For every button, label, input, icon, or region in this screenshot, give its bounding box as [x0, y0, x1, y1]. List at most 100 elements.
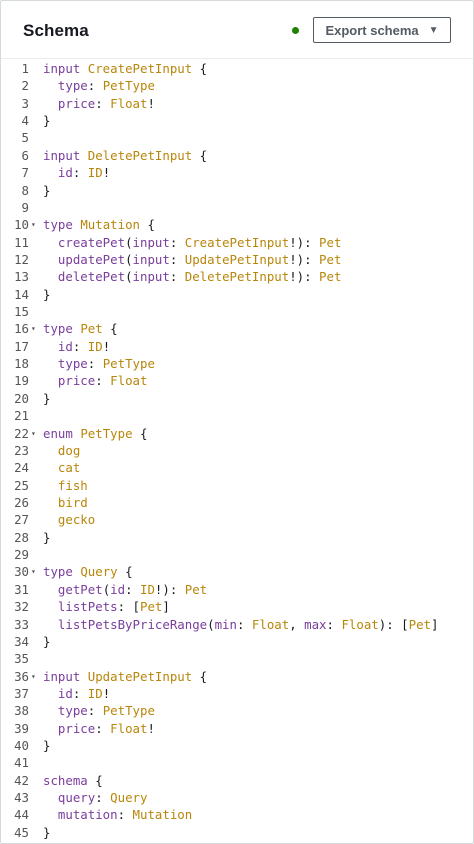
code-line[interactable]: 30▾type Query {	[1, 563, 473, 580]
line-number: 29	[14, 547, 29, 563]
code-line[interactable]: 16▾type Pet {	[1, 320, 473, 337]
code-token: :	[87, 78, 103, 94]
code-line[interactable]: 39 price: Float!	[1, 720, 473, 737]
code-token: {	[192, 668, 208, 684]
code-line[interactable]: 18 type: PetType	[1, 355, 473, 372]
line-number: 42	[14, 772, 29, 788]
fold-arrow-icon[interactable]: ▾	[31, 220, 36, 230]
code-line[interactable]: 9	[1, 199, 473, 216]
code-token: :	[169, 269, 185, 285]
code-text: input DeletePetInput {	[43, 147, 207, 164]
code-token: :	[72, 165, 88, 181]
code-line[interactable]: 10▾type Mutation {	[1, 216, 473, 233]
line-number: 13	[14, 269, 29, 285]
code-line[interactable]: 33 listPetsByPriceRange(min: Float, max:…	[1, 616, 473, 633]
code-token: Pet	[408, 616, 431, 632]
code-token: }	[43, 113, 51, 129]
code-line[interactable]: 25 fish	[1, 477, 473, 494]
line-number: 6	[21, 147, 29, 163]
code-token: Pet	[80, 321, 103, 337]
code-line[interactable]: 13 deletePet(input: DeletePetInput!): Pe…	[1, 268, 473, 285]
code-text: type Pet {	[43, 320, 118, 337]
code-line[interactable]: 2 type: PetType	[1, 77, 473, 94]
code-line[interactable]: 11 createPet(input: CreatePetInput!): Pe…	[1, 234, 473, 251]
code-line[interactable]: 24 cat	[1, 459, 473, 476]
fold-arrow-icon[interactable]: ▾	[31, 324, 36, 334]
code-text: updatePet(input: UpdatePetInput!): Pet	[43, 251, 342, 268]
code-line[interactable]: 45}	[1, 824, 473, 841]
code-token: }	[43, 390, 51, 406]
code-line[interactable]: 35	[1, 650, 473, 667]
code-line[interactable]: 37 id: ID!	[1, 685, 473, 702]
code-token: Float	[110, 373, 148, 389]
code-text: type: PetType	[43, 702, 155, 719]
code-line[interactable]: 6 input DeletePetInput {	[1, 147, 473, 164]
code-token	[43, 460, 58, 475]
code-line[interactable]: 3 price: Float!	[1, 95, 473, 112]
code-line[interactable]: 8}	[1, 182, 473, 199]
code-token: UpdatePetInput	[184, 251, 290, 267]
code-line[interactable]: 21	[1, 407, 473, 424]
code-line[interactable]: 5	[1, 129, 473, 146]
code-token	[43, 96, 58, 111]
code-token	[43, 807, 58, 822]
code-token: listPets	[57, 599, 118, 615]
code-line[interactable]: 31 getPet(id: ID!): Pet	[1, 581, 473, 598]
code-text: }	[43, 824, 50, 841]
code-line[interactable]: 7 id: ID!	[1, 164, 473, 181]
code-line[interactable]: 38 type: PetType	[1, 702, 473, 719]
fold-arrow-icon[interactable]: ▾	[31, 671, 36, 681]
code-line[interactable]: 44 mutation: Mutation	[1, 806, 473, 823]
code-token: input	[43, 61, 88, 76]
code-token: !	[147, 720, 155, 736]
code-line[interactable]: 12 updatePet(input: UpdatePetInput!): Pe…	[1, 251, 473, 268]
code-line[interactable]: 23 dog	[1, 442, 473, 459]
code-token: Mutation	[132, 807, 193, 823]
code-line[interactable]: 27 gecko	[1, 511, 473, 528]
code-line[interactable]: 43 query: Query	[1, 789, 473, 806]
code-line[interactable]: 40}	[1, 737, 473, 754]
code-line[interactable]: 26 bird	[1, 494, 473, 511]
line-number: 1	[21, 61, 29, 76]
code-token: !):	[289, 234, 320, 250]
code-line[interactable]: 22▾enum PetType {	[1, 425, 473, 442]
code-token: price	[57, 95, 96, 111]
code-line[interactable]: 41	[1, 754, 473, 771]
export-schema-button[interactable]: Export schema ▼	[313, 17, 451, 43]
code-token: min	[214, 616, 237, 632]
code-line[interactable]: 4}	[1, 112, 473, 129]
code-line[interactable]: 15	[1, 303, 473, 320]
code-line[interactable]: 14}	[1, 286, 473, 303]
code-token: (	[125, 269, 133, 285]
code-token	[43, 235, 58, 250]
line-number: 32	[14, 599, 29, 615]
code-token: }	[43, 182, 51, 198]
code-token: PetType	[102, 703, 155, 719]
line-number: 35	[14, 651, 29, 667]
line-number: 44	[14, 807, 29, 823]
code-token: :	[95, 95, 111, 111]
code-token: ID	[87, 685, 103, 701]
code-line[interactable]: 17 id: ID!	[1, 338, 473, 355]
code-line[interactable]: 34}	[1, 633, 473, 650]
code-line[interactable]: 36▾input UpdatePetInput {	[1, 668, 473, 685]
code-token: mutation	[57, 807, 118, 823]
code-token: (	[207, 616, 215, 632]
code-line[interactable]: 29	[1, 546, 473, 563]
fold-arrow-icon[interactable]: ▾	[31, 567, 36, 577]
fold-arrow-icon[interactable]: ▾	[31, 428, 36, 438]
panel-header: Schema Export schema ▼	[1, 1, 473, 59]
code-line[interactable]: 32 listPets: [Pet]	[1, 598, 473, 615]
code-line[interactable]: 19 price: Float	[1, 372, 473, 389]
code-line[interactable]: 20}	[1, 390, 473, 407]
code-token: }	[43, 286, 51, 302]
code-token: :	[236, 616, 252, 632]
code-text: mutation: Mutation	[43, 806, 192, 823]
line-number: 12	[14, 251, 29, 267]
code-text: id: ID!	[43, 338, 110, 355]
code-line[interactable]: 28}	[1, 529, 473, 546]
